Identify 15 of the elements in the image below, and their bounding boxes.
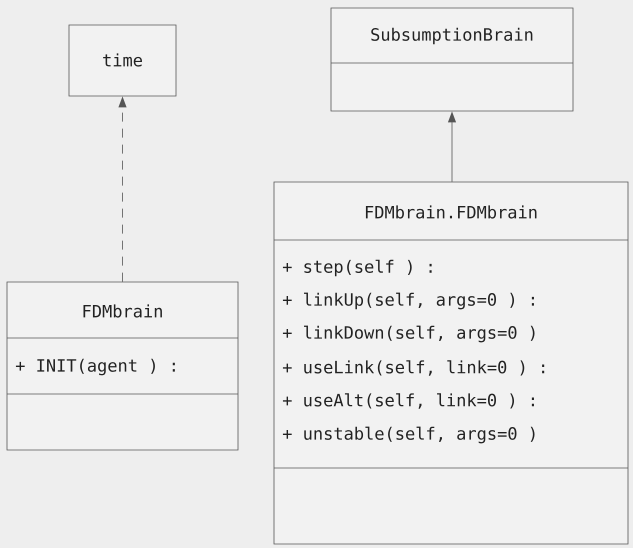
class-name: time [103, 53, 142, 67]
class-name: FDMbrain.FDMbrain [366, 205, 536, 219]
class-box [274, 182, 628, 544]
class-name: SubsumptionBrain [371, 28, 532, 44]
class-box [6, 282, 238, 450]
method-text: + linkUp(self, args=0 ) : [282, 292, 534, 310]
class-box [68, 24, 176, 96]
class-name: FDMbrain [84, 304, 162, 318]
class-box [330, 8, 574, 112]
method-text: + step(self ) : [282, 260, 432, 276]
method-text: + useAlt(self, link=0 ) : [282, 393, 534, 409]
method-text: + useLink(self, link=0 ) : [282, 360, 544, 376]
method-text: + linkDown(self, args=0 ) [282, 326, 534, 342]
method-text: + INIT(agent ) : [16, 358, 175, 376]
method-text: + unstable(self, args=0 ) [282, 426, 534, 444]
